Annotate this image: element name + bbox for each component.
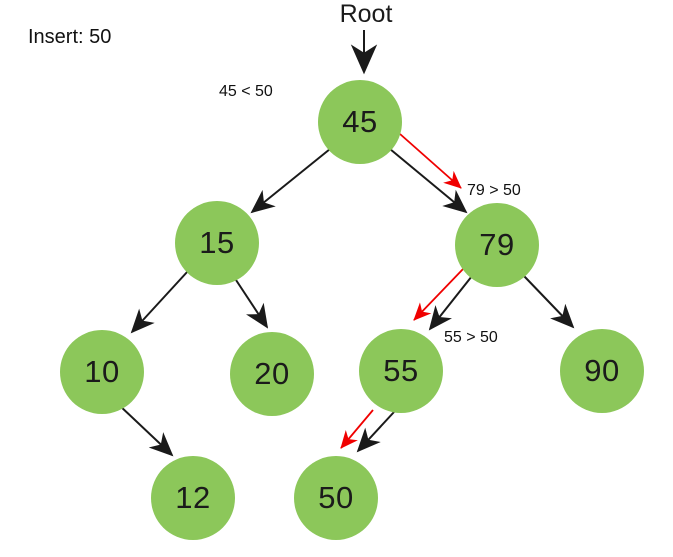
edge-55-50	[356, 411, 395, 453]
edge-79-55	[428, 275, 473, 331]
edge-79-90	[523, 275, 575, 329]
edge-15-10	[130, 270, 189, 334]
tree-node-90: 90	[560, 329, 644, 413]
root-pointer-label: Root	[339, 0, 393, 28]
tree-node-10: 10	[60, 330, 144, 414]
edge-45-79	[389, 148, 468, 214]
edge-10-12	[117, 403, 174, 457]
path-arrow-79-55	[413, 267, 465, 321]
tree-node-50: 50	[294, 456, 378, 540]
tree-node-45: 45	[318, 80, 402, 164]
comparison-annotation-55: 55 > 50	[444, 329, 498, 346]
comparison-annotation-45: 45 < 50	[219, 83, 273, 100]
path-arrow-55-50	[340, 409, 374, 449]
insert-operation-label: Insert: 50	[28, 26, 112, 48]
tree-node-20: 20	[230, 332, 314, 416]
path-arrow-45-79	[399, 133, 462, 189]
tree-node-55: 55	[359, 329, 443, 413]
comparison-annotation-79: 79 > 50	[467, 182, 521, 199]
tree-node-79: 79	[455, 203, 539, 287]
edge-15-20	[235, 279, 269, 329]
tree-node-15: 15	[175, 201, 259, 285]
edge-45-15	[250, 148, 331, 214]
tree-node-12: 12	[151, 456, 235, 540]
